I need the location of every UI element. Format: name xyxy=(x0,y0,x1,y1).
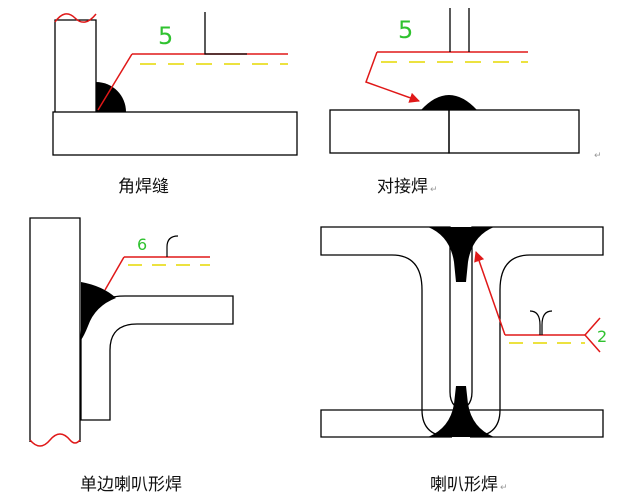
bent-plate xyxy=(80,295,234,421)
top-flare-weld xyxy=(428,227,494,282)
panel-caption: 喇叭形焊 xyxy=(430,475,498,495)
vertical-plate xyxy=(54,19,97,112)
leader-line xyxy=(97,53,133,111)
leader-line xyxy=(104,256,125,291)
weld-size-label: 5 xyxy=(398,16,413,44)
base-plate xyxy=(52,111,298,156)
base-plate-left xyxy=(329,109,450,154)
panel-single-flare-weld: 6 单边喇叭形焊 xyxy=(29,217,234,495)
panel-fillet-weld: 5 角焊缝 xyxy=(52,12,298,197)
panel-caption: 角焊缝 xyxy=(118,177,169,197)
leader-line xyxy=(474,251,506,336)
base-plate-right xyxy=(448,109,580,154)
paragraph-mark: ↵ xyxy=(430,185,438,195)
plate-break-line xyxy=(29,433,81,447)
panel-flare-weld: 2 喇叭形焊 ↵ xyxy=(320,226,607,495)
single-flare-weld-symbol xyxy=(166,235,179,257)
fillet-weld-bead xyxy=(96,82,126,112)
panel-butt-weld: 5 ↵ 对接焊 ↵ xyxy=(329,8,602,197)
vertical-plate xyxy=(29,217,81,442)
butt-weld-bead xyxy=(421,95,477,110)
right-channel xyxy=(453,226,604,438)
flare-weld-bead xyxy=(81,282,116,340)
plate-break-line xyxy=(54,13,97,23)
panel-caption: 单边喇叭形焊 xyxy=(80,475,182,495)
weld-size-label: 5 xyxy=(158,22,173,50)
flare-weld-symbol xyxy=(529,310,553,335)
fillet-weld-symbol xyxy=(204,12,247,55)
paragraph-mark: ↵ xyxy=(594,151,602,161)
leader-line xyxy=(365,51,420,103)
tail xyxy=(583,317,601,353)
paragraph-mark: ↵ xyxy=(500,483,508,493)
bottom-flare-weld xyxy=(428,386,494,437)
weld-size-label: 6 xyxy=(137,235,147,254)
panel-caption: 对接焊 xyxy=(377,177,428,197)
weld-size-label: 2 xyxy=(597,327,607,346)
left-channel xyxy=(320,226,469,438)
